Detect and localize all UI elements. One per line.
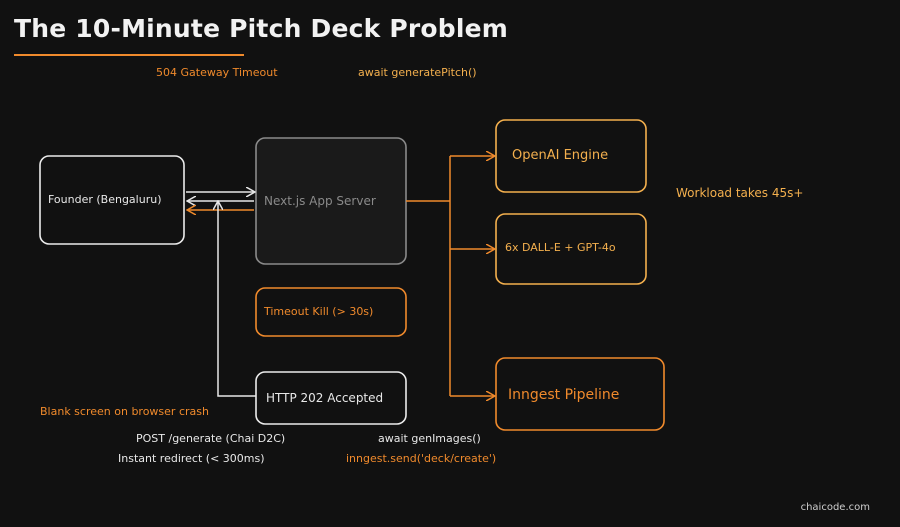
openai-label: OpenAI Engine: [512, 148, 609, 163]
http202-box: [255, 371, 407, 425]
dalle-box: [495, 213, 647, 285]
page-title: The 10-Minute Pitch Deck Problem: [14, 14, 509, 43]
inngest-box: [495, 357, 665, 431]
timeout-box: [255, 287, 407, 337]
footer-brand: chaicode.com: [800, 502, 870, 513]
blank-screen-label: Blank screen on browser crash: [40, 405, 209, 418]
dalle-label: 6x DALL-E + GPT-4o: [505, 241, 616, 254]
redirect-arrow: [218, 202, 256, 397]
await-images-label: await genImages(): [378, 432, 481, 445]
http202-label: HTTP 202 Accepted: [266, 391, 384, 405]
workload-label: Workload takes 45s+: [676, 186, 804, 200]
inngest-send-label: inngest.send('deck/create'): [346, 452, 497, 465]
founder-label: Founder (Bengaluru): [48, 193, 162, 206]
founder-box: [39, 155, 185, 245]
timeout-label: Timeout Kill (> 30s): [264, 305, 374, 318]
inngest-label: Inngest Pipeline: [508, 387, 620, 403]
gateway-timeout-label: 504 Gateway Timeout: [156, 66, 278, 79]
post-generate-label: POST /generate (Chai D2C): [136, 432, 286, 445]
await-pitch-label: await generatePitch(): [358, 66, 477, 79]
instant-redirect-label: Instant redirect (< 300ms): [118, 452, 265, 465]
server-label: Next.js App Server: [264, 194, 376, 208]
openai-box: [495, 119, 647, 193]
